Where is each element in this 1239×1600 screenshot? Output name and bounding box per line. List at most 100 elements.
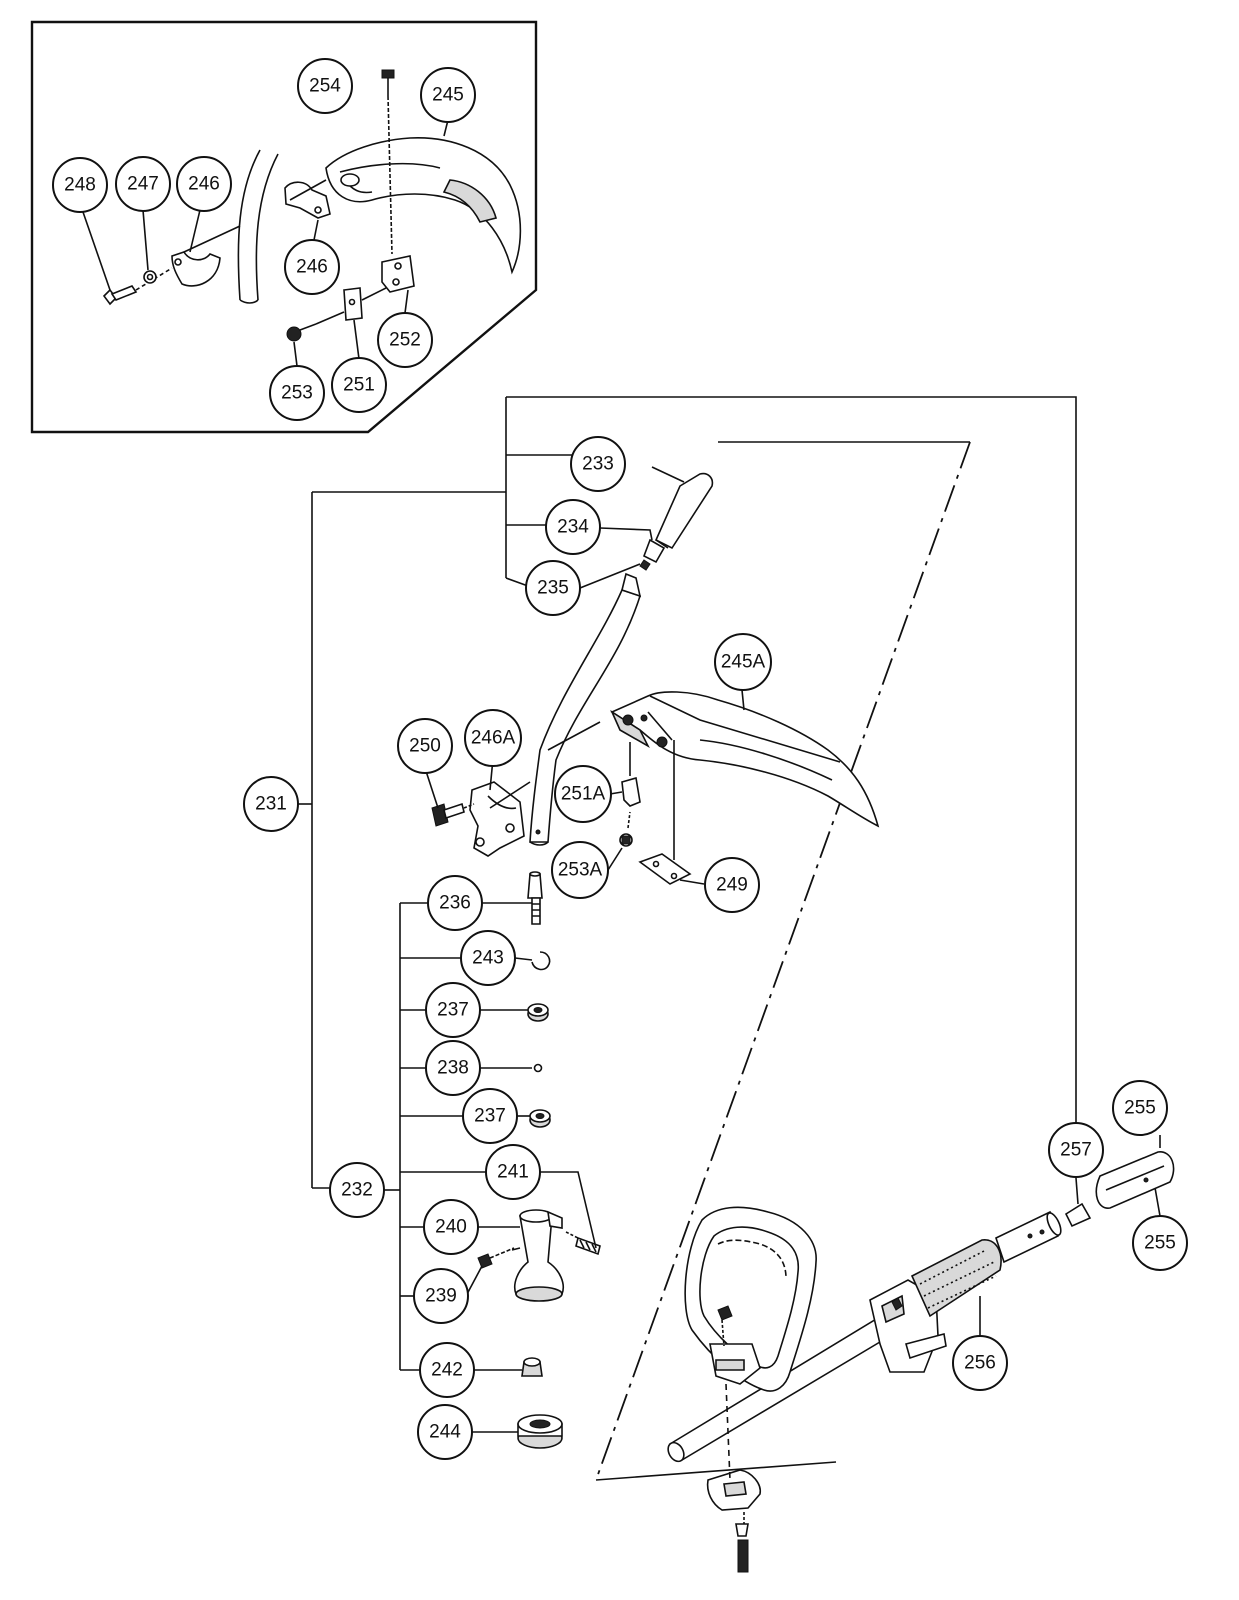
inset-frame: [30, 20, 538, 434]
callout-237-upper: 237: [425, 982, 481, 1038]
bracket-251A: [621, 776, 641, 807]
svg-text:236: 236: [439, 893, 471, 914]
callout-234: 234: [545, 499, 601, 555]
svg-text:256: 256: [964, 1353, 996, 1374]
svg-text:254: 254: [309, 76, 341, 97]
svg-text:234: 234: [557, 517, 589, 538]
svg-text:238: 238: [437, 1058, 469, 1079]
inset-clamp-upper: [284, 181, 331, 219]
svg-text:241: 241: [497, 1162, 529, 1183]
svg-text:255: 255: [1144, 1233, 1176, 1254]
sleeve-255: [1095, 1151, 1175, 1209]
alignment-dash-line: [595, 441, 971, 1481]
callout-249: 249: [704, 857, 760, 913]
svg-text:253A: 253A: [558, 860, 603, 881]
svg-text:231: 231: [255, 794, 287, 815]
lower-clamp: [706, 1383, 762, 1511]
svg-text:246: 246: [296, 257, 328, 278]
shaft-end: [995, 1210, 1062, 1264]
callout-235: 235: [525, 560, 581, 616]
svg-text:249: 249: [716, 875, 748, 896]
svg-text:250: 250: [409, 736, 441, 757]
inset-align-line-3: [361, 287, 387, 301]
svg-text:233: 233: [582, 454, 614, 475]
svg-text:245A: 245A: [721, 652, 766, 673]
lower-bolt: [735, 1512, 749, 1573]
callout-255-upper: 255: [1112, 1080, 1168, 1136]
svg-text:255: 255: [1124, 1098, 1156, 1119]
svg-text:243: 243: [472, 948, 504, 969]
svg-text:253: 253: [281, 383, 313, 404]
callout-253A: 253A: [551, 841, 609, 899]
inset-align-line-1: [183, 225, 241, 253]
svg-text:245: 245: [432, 85, 464, 106]
callout-244: 244: [417, 1404, 473, 1460]
svg-text:244: 244: [429, 1422, 461, 1443]
inset-bracket: [381, 255, 415, 293]
svg-text:237: 237: [437, 1000, 469, 1021]
guard-245A: [610, 691, 880, 828]
bearing-237-upper: [527, 1003, 549, 1022]
svg-text:246: 246: [188, 174, 220, 195]
callout-238: 238: [425, 1040, 481, 1096]
svg-text:235: 235: [537, 578, 569, 599]
gear-case-240: [511, 1209, 564, 1302]
callout-253: 253: [269, 365, 325, 421]
callout-245: 245: [420, 67, 476, 123]
svg-text:248: 248: [64, 175, 96, 196]
collar-244: [517, 1414, 563, 1449]
callout-251: 251: [331, 357, 387, 413]
grip-256: [910, 1239, 1002, 1318]
callout-236: 236: [427, 875, 483, 931]
bend-tube: [529, 572, 642, 846]
svg-text:242: 242: [431, 1360, 463, 1381]
plug-257: [1064, 1202, 1092, 1228]
throttle-housing: [869, 1279, 947, 1373]
callout-239: 239: [413, 1268, 469, 1324]
callout-233: 233: [570, 436, 626, 492]
screw-239: [477, 1247, 515, 1269]
callout-255-lower: 255: [1132, 1215, 1188, 1271]
callout-257: 257: [1048, 1122, 1104, 1178]
clamp-246A: [469, 781, 525, 857]
callout-241: 241: [485, 1144, 541, 1200]
svg-text:239: 239: [425, 1286, 457, 1307]
clamp-align-line: [489, 781, 531, 809]
callout-232: 232: [329, 1162, 385, 1218]
svg-text:232: 232: [341, 1180, 373, 1201]
guard-align-line: [547, 721, 601, 751]
callout-246-upper: 246: [176, 156, 232, 212]
svg-text:240: 240: [435, 1217, 467, 1238]
callout-252: 252: [377, 312, 433, 368]
callout-246A: 246A: [464, 709, 522, 767]
callout-250: 250: [397, 718, 453, 774]
callout-237-lower: 237: [462, 1088, 518, 1144]
inset-handle-tube: [237, 149, 279, 304]
handle-grip-233: [654, 472, 714, 550]
svg-text:251: 251: [343, 375, 375, 396]
nut-242: [521, 1357, 543, 1377]
svg-text:252: 252: [389, 330, 421, 351]
callout-245A: 245A: [714, 633, 772, 691]
callout-231: 231: [243, 776, 299, 832]
ball-238: [533, 1063, 543, 1073]
loop-handle-clamp: [709, 1305, 761, 1385]
shaft-236: [527, 871, 543, 925]
callout-240: 240: [423, 1199, 479, 1255]
callout-254: 254: [297, 58, 353, 114]
svg-text:251A: 251A: [561, 784, 606, 805]
screw-253A: [619, 811, 633, 847]
svg-text:237: 237: [474, 1106, 506, 1127]
inset-screw-248: [102, 267, 173, 306]
screw-241: [565, 1231, 601, 1256]
svg-text:246A: 246A: [471, 728, 516, 749]
inset-clamp-lower: [171, 251, 221, 287]
bearing-237-lower: [529, 1109, 551, 1128]
inset-leaders: [82, 119, 449, 367]
callout-247: 247: [115, 156, 171, 212]
main-leaders: [424, 466, 1161, 1433]
inset-align-line-2: [289, 179, 327, 201]
callout-243: 243: [460, 930, 516, 986]
callout-251A: 251A: [554, 765, 612, 823]
